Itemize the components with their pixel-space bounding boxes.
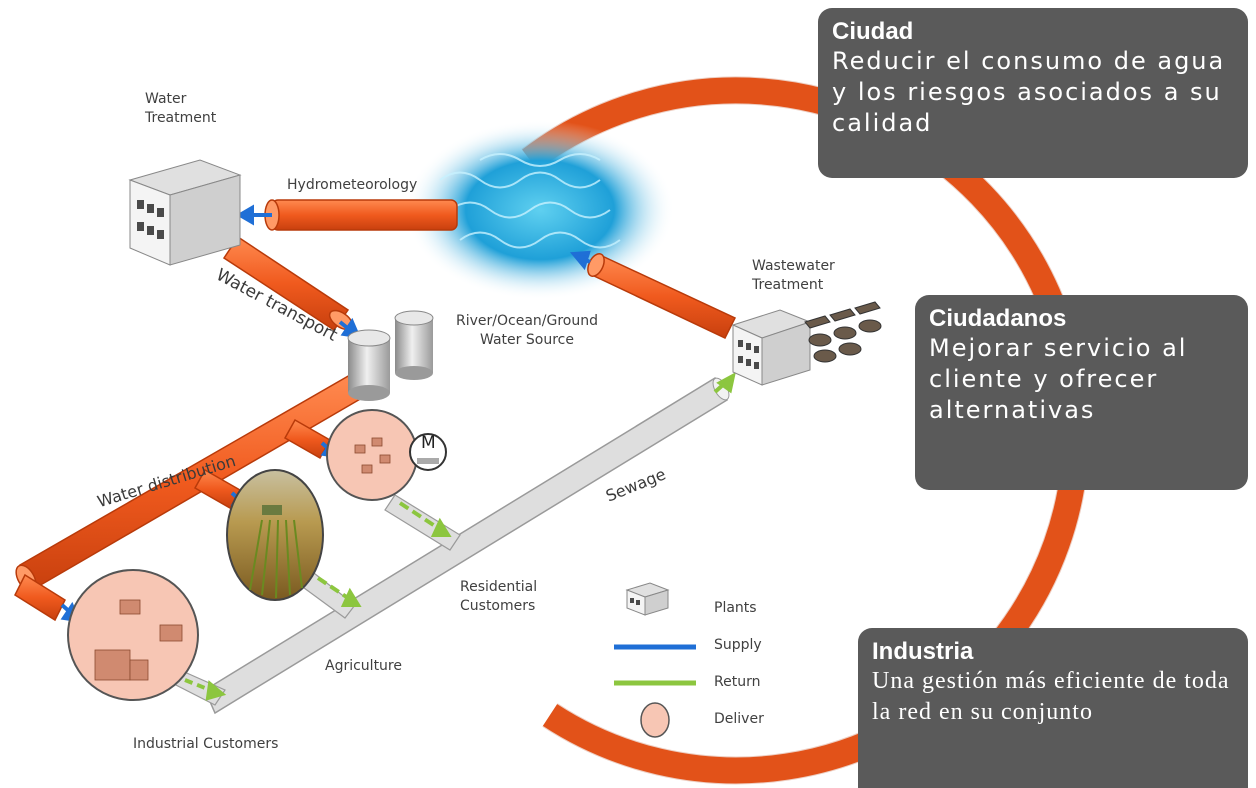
- callout-industria: Industria Una gestión más eficiente de t…: [858, 628, 1248, 788]
- callout-ciudadanos-text: Mejorar servicio al cliente y ofrecer al…: [929, 334, 1188, 424]
- agriculture-label: Agriculture: [325, 658, 402, 674]
- storage-tanks: [347, 310, 434, 401]
- callout-industria-text: Una gestión más eficiente de toda la red…: [872, 668, 1230, 725]
- agriculture-circle: [226, 469, 324, 601]
- callout-ciudadanos-title: Ciudadanos: [929, 305, 1067, 332]
- legend-deliver-label: Deliver: [714, 711, 764, 727]
- water-source-image: [405, 120, 675, 300]
- return-arrows: [184, 372, 736, 701]
- residential-customers-circle: [326, 409, 418, 501]
- legend-return-label: Return: [714, 674, 761, 690]
- industrial-customers-label: Industrial Customers: [133, 736, 279, 752]
- industrial-customers-circle: [67, 569, 199, 701]
- meter-label: M: [421, 433, 436, 453]
- legend: [614, 582, 696, 738]
- wastewater-treatment-label: Wastewater Treatment: [752, 258, 835, 293]
- hydrometeorology-label: Hydrometeorology: [287, 177, 418, 193]
- legend-deliver-circle: [640, 702, 670, 738]
- meter-icon: [409, 433, 447, 471]
- water-treatment-building: [128, 159, 242, 266]
- water-source-label: River/Ocean/Ground Water Source: [456, 313, 598, 348]
- legend-plants-label: Plants: [714, 600, 757, 616]
- legend-plants-icon: [625, 582, 670, 616]
- water-treatment-label: Water Treatment: [145, 91, 217, 126]
- residential-customers-label: Residential Customers: [460, 579, 538, 614]
- callout-ciudad-title: Ciudad: [832, 18, 914, 45]
- callout-ciudad: Ciudad Reducir el consumo de agua y los …: [818, 8, 1248, 178]
- callout-ciudadanos: Ciudadanos Mejorar servicio al cliente y…: [915, 295, 1248, 490]
- legend-supply-label: Supply: [714, 637, 762, 653]
- wastewater-treatment-building: [731, 301, 882, 386]
- callout-ciudad-text: Reducir el consumo de agua y los riesgos…: [832, 47, 1226, 137]
- callout-industria-title: Industria: [872, 638, 974, 665]
